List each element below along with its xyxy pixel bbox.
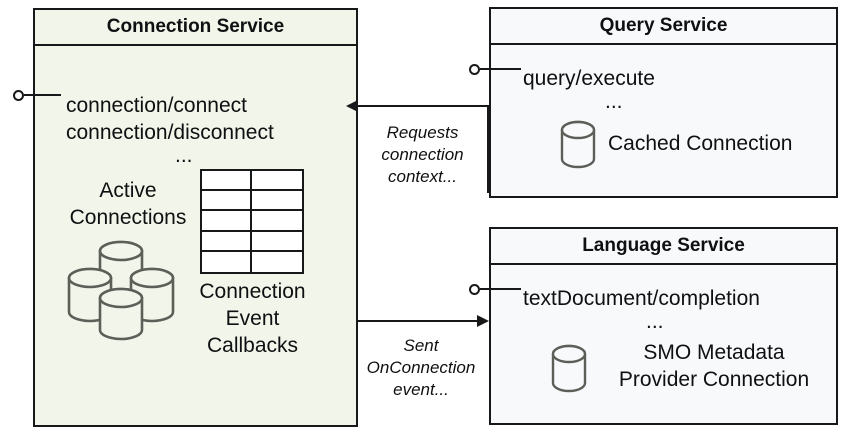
query-service-component[interactable]: Query Service query/execute ... Cached C…: [489, 7, 838, 198]
table-cell: [252, 171, 302, 192]
language-service-title: Language Service: [491, 229, 836, 265]
callbacks-caption-line2: Event: [225, 307, 280, 330]
callbacks-caption-line1: Connection: [199, 280, 306, 303]
active-connections-caption-line2: Connections: [69, 206, 187, 229]
table-cell: [202, 211, 252, 232]
table-cell: [252, 252, 302, 272]
query-to-connection-label: Requests connection context...: [360, 122, 485, 188]
active-connections-caption-line1: Active: [99, 179, 157, 202]
connection-service-operation-disconnect[interactable]: connection/disconnect: [66, 121, 274, 144]
lollipop-stem: [480, 288, 521, 290]
smo-metadata-provider-cylinder-icon: [549, 343, 589, 395]
table-cell: [202, 191, 252, 212]
language-service-body: textDocument/completion ... SMO Metadata…: [491, 265, 836, 423]
lollipop-ball-icon: [469, 284, 480, 295]
table-cell: [202, 171, 252, 192]
query-service-provided-interface-lollipop[interactable]: [469, 64, 521, 75]
language-service-component[interactable]: Language Service textDocument/completion…: [489, 227, 838, 425]
smo-metadata-label-line2: Provider Connection: [618, 368, 810, 391]
table-cell: [202, 231, 252, 252]
label-line-3: context...: [388, 167, 457, 186]
query-service-body: query/execute ... Cached Connection: [491, 45, 836, 196]
language-service-provided-interface-lollipop[interactable]: [469, 284, 521, 295]
smo-metadata-label-line1: SMO Metadata: [643, 341, 785, 364]
connection-to-language-label: Sent OnConnection event...: [355, 335, 487, 401]
table-cell: [252, 211, 302, 232]
label-line-2: connection: [381, 145, 464, 164]
query-to-connection-arrowhead-icon: [346, 100, 358, 112]
active-connections-cylinder-cluster: [53, 236, 203, 341]
callbacks-caption-line3: Callbacks: [206, 334, 299, 357]
table-cell: [252, 232, 302, 252]
connection-service-provided-interface-lollipop[interactable]: [13, 90, 61, 101]
connection-event-callbacks-table[interactable]: [200, 169, 304, 274]
lollipop-stem: [480, 68, 521, 70]
cached-connection-label: Cached Connection: [608, 132, 793, 155]
query-service-operations-ellipsis: ...: [605, 90, 623, 113]
connection-service-component[interactable]: Connection Service connection/connect co…: [33, 8, 358, 427]
connection-to-language-arrowhead-icon: [477, 315, 489, 327]
lollipop-ball-icon: [469, 64, 480, 75]
language-service-operations-ellipsis: ...: [646, 310, 664, 333]
language-service-operation-completion[interactable]: textDocument/completion: [523, 287, 760, 310]
label-line-2: OnConnection: [366, 358, 476, 377]
label-line-1: Sent: [403, 336, 439, 355]
connection-to-language-arrow-line: [358, 320, 477, 322]
table-cell: [252, 191, 302, 212]
lollipop-ball-icon: [13, 90, 24, 101]
connection-service-body: connection/connect connection/disconnect…: [35, 46, 356, 425]
connection-service-operations-ellipsis: ...: [175, 144, 193, 167]
table-cell: [202, 251, 252, 272]
query-to-connection-arrow-line: [358, 105, 489, 107]
cached-connection-cylinder-icon: [558, 119, 598, 171]
query-service-operation-execute[interactable]: query/execute: [523, 67, 655, 90]
label-line-1: Requests: [386, 123, 459, 142]
lollipop-stem: [24, 94, 61, 96]
connection-service-title: Connection Service: [35, 10, 356, 46]
query-to-connection-arrow-riser: [487, 105, 491, 193]
connection-service-operation-connect[interactable]: connection/connect: [66, 94, 247, 117]
label-line-3: event...: [393, 380, 449, 399]
query-service-title: Query Service: [491, 9, 836, 45]
